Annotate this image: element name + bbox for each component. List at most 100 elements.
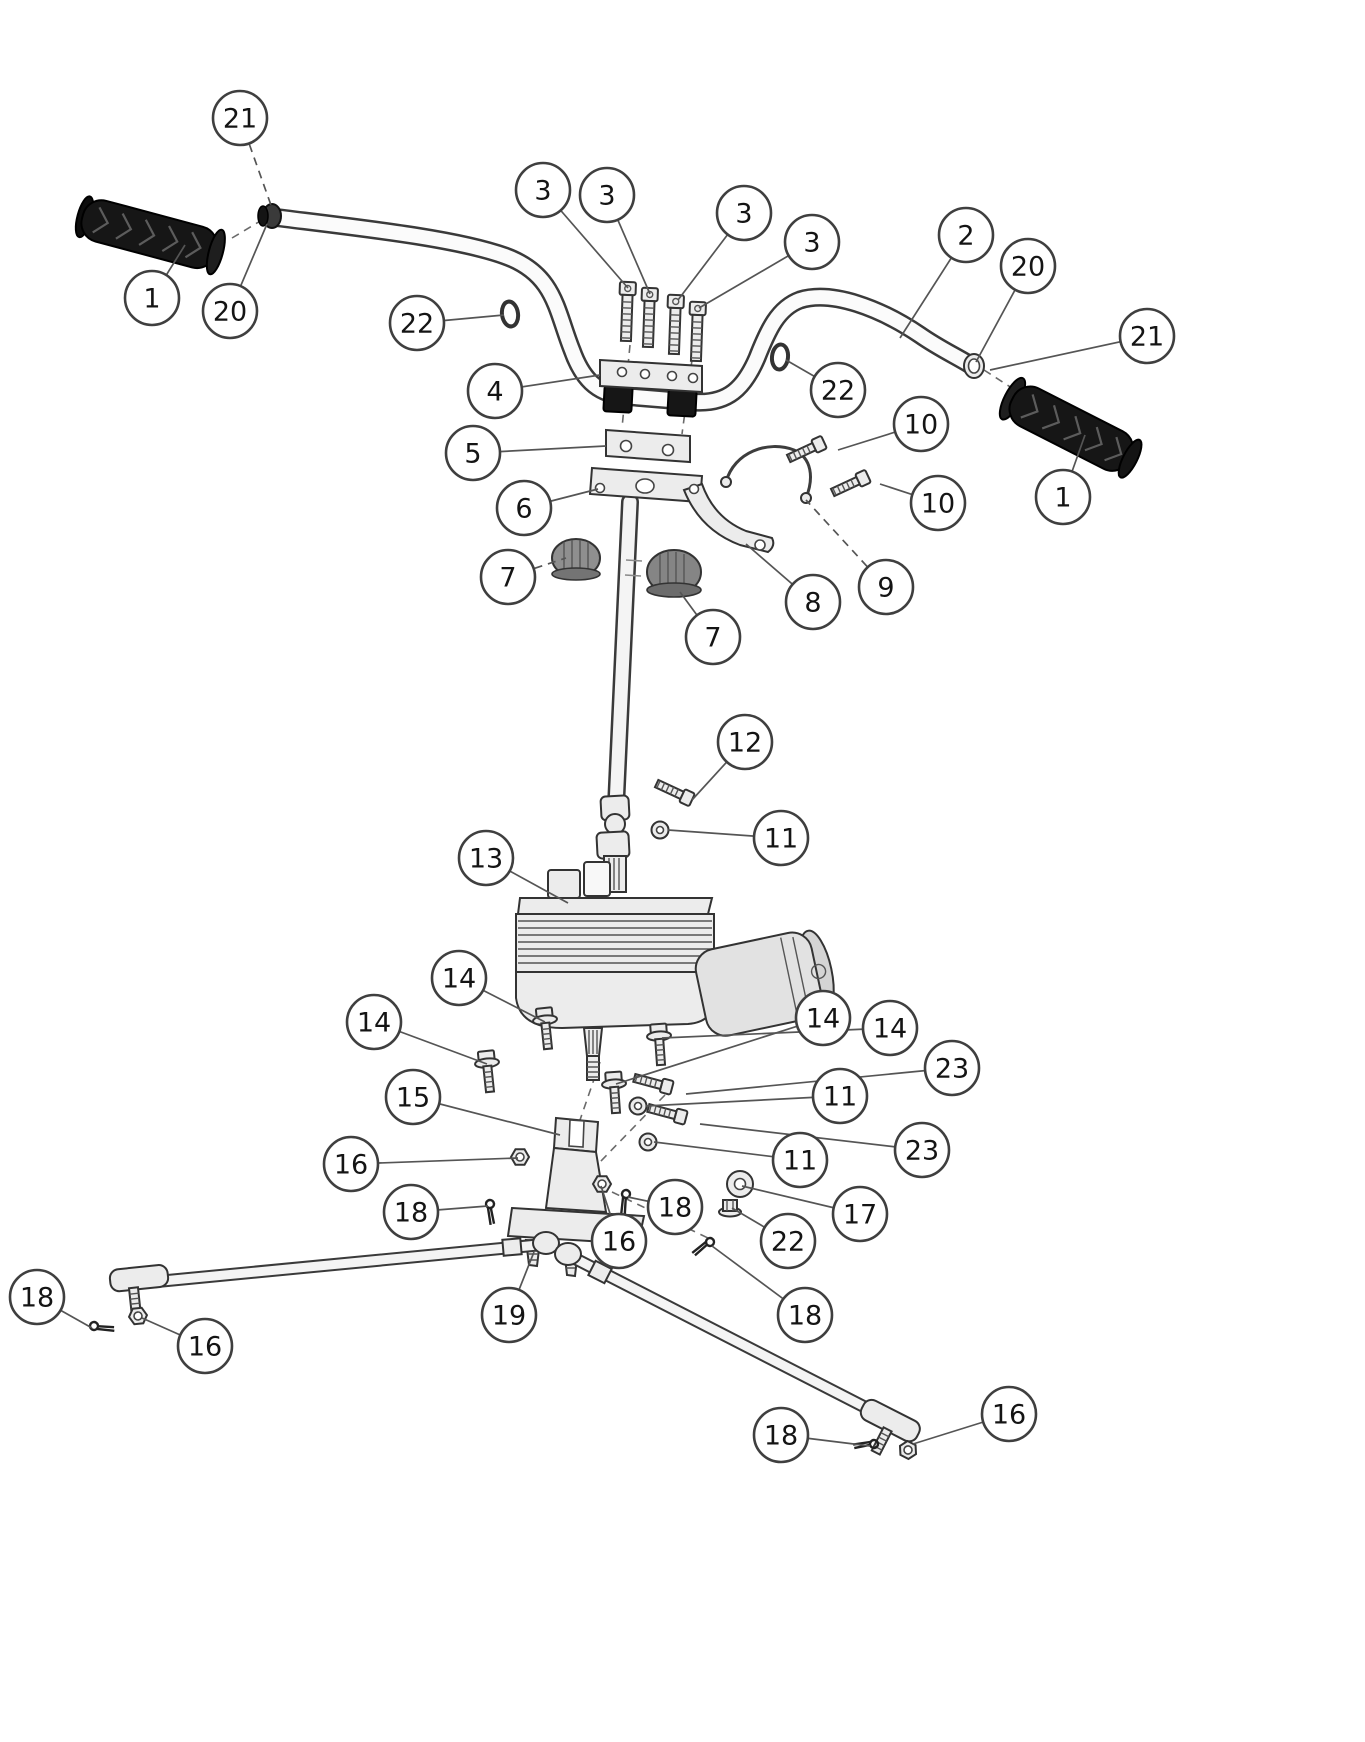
callout-balloon-10-13[interactable]: 10 [892, 395, 950, 453]
callout-balloon-22-11[interactable]: 22 [809, 361, 867, 419]
callout-balloon-14-25[interactable]: 14 [430, 949, 488, 1007]
callout-balloon-5-15[interactable]: 5 [444, 424, 502, 482]
callout-balloon-16-45[interactable]: 16 [980, 1385, 1038, 1443]
callout-balloon-16-43[interactable]: 16 [176, 1317, 234, 1375]
svg-text:20: 20 [1011, 252, 1045, 283]
callout-balloon-23-29[interactable]: 23 [923, 1039, 981, 1097]
callout-balloon-3-3[interactable]: 3 [514, 161, 572, 219]
harness-retainer [720, 445, 812, 504]
callout-balloon-21-0[interactable]: 21 [211, 89, 269, 147]
mount-bolt-4 [600, 1070, 629, 1115]
ujoint-pinch-bolt [652, 776, 696, 808]
svg-text:16: 16 [334, 1150, 368, 1181]
handlebar-knurl-bands [602, 384, 698, 418]
svg-text:12: 12 [728, 728, 762, 759]
callout-balloon-11-32[interactable]: 11 [771, 1131, 829, 1189]
bracket-bolt-lower [828, 468, 872, 500]
callout-balloon-4-12[interactable]: 4 [466, 362, 524, 420]
svg-text:1: 1 [143, 284, 160, 315]
svg-text:23: 23 [935, 1054, 969, 1085]
svg-text:16: 16 [992, 1400, 1026, 1431]
svg-text:10: 10 [921, 489, 955, 520]
callout-balloon-16-36[interactable]: 16 [590, 1212, 648, 1270]
callout-balloon-2-8[interactable]: 2 [937, 206, 995, 264]
callout-balloon-6-16[interactable]: 6 [495, 479, 553, 537]
callout-balloon-9-20[interactable]: 9 [857, 558, 915, 616]
svg-text:18: 18 [658, 1193, 692, 1224]
callout-balloon-18-44[interactable]: 18 [752, 1406, 810, 1464]
svg-text:15: 15 [396, 1083, 430, 1114]
svg-text:13: 13 [469, 844, 503, 875]
cotter-pin-2 [611, 1187, 637, 1218]
leader-line-14-27 [615, 1017, 824, 1085]
callout-balloon-18-37[interactable]: 18 [646, 1178, 704, 1236]
svg-text:21: 21 [223, 104, 257, 135]
svg-text:3: 3 [735, 199, 752, 230]
svg-text:11: 11 [783, 1146, 817, 1177]
o-ring-right [768, 341, 792, 373]
callout-balloon-12-22[interactable]: 12 [716, 713, 774, 771]
callout-balloon-13-24[interactable]: 13 [457, 829, 515, 887]
callout-balloon-21-10[interactable]: 21 [1118, 307, 1176, 365]
leader-line-7-18 [507, 557, 567, 578]
callout-balloon-18-35[interactable]: 18 [382, 1183, 440, 1241]
callout-balloon-19-41[interactable]: 19 [480, 1286, 538, 1344]
shaft-flange-nut [718, 1199, 742, 1218]
svg-text:9: 9 [877, 573, 894, 604]
nut-tierod-left [127, 1306, 149, 1326]
callout-balloon-1-17[interactable]: 1 [1034, 468, 1092, 526]
callout-balloon-7-21[interactable]: 7 [684, 608, 742, 666]
callout-balloon-22-39[interactable]: 22 [759, 1212, 817, 1270]
svg-text:5: 5 [464, 439, 481, 470]
eps-motor [694, 929, 835, 1037]
handlebar [262, 207, 982, 412]
svg-text:3: 3 [598, 181, 615, 212]
svg-text:22: 22 [821, 376, 855, 407]
svg-text:10: 10 [904, 410, 938, 441]
svg-text:14: 14 [357, 1008, 391, 1039]
callout-balloon-22-7[interactable]: 22 [388, 294, 446, 352]
mount-bolt-2 [472, 1048, 503, 1095]
callout-balloon-23-31[interactable]: 23 [893, 1121, 951, 1179]
callout-balloon-1-1[interactable]: 1 [123, 269, 181, 327]
clamp-bolts [616, 280, 707, 363]
svg-text:11: 11 [823, 1082, 857, 1113]
callout-balloon-3-5[interactable]: 3 [715, 184, 773, 242]
callout-balloon-8-19[interactable]: 8 [784, 573, 842, 631]
svg-text:2: 2 [957, 221, 974, 252]
callout-balloon-15-33[interactable]: 15 [384, 1068, 442, 1126]
svg-text:21: 21 [1130, 322, 1164, 353]
callout-balloon-10-14[interactable]: 10 [909, 474, 967, 532]
svg-text:18: 18 [764, 1421, 798, 1452]
callout-balloon-18-42[interactable]: 18 [8, 1268, 66, 1326]
callout-balloon-17-38[interactable]: 17 [831, 1185, 889, 1243]
callout-balloon-14-27[interactable]: 14 [794, 989, 852, 1047]
callout-balloon-3-4[interactable]: 3 [578, 166, 636, 224]
shaft-washer [726, 1170, 754, 1198]
arm-washer-1 [628, 1096, 648, 1116]
svg-text:17: 17 [843, 1200, 877, 1231]
svg-text:14: 14 [873, 1014, 907, 1045]
handlebar-clamp-upper [599, 358, 703, 394]
svg-text:4: 4 [486, 377, 503, 408]
callout-balloon-14-28[interactable]: 14 [861, 999, 919, 1057]
nut-bracket-left [510, 1148, 530, 1166]
handlebar-grip-right [998, 376, 1143, 479]
svg-text:3: 3 [803, 228, 820, 259]
column-cover-right [646, 549, 702, 598]
callout-balloon-11-30[interactable]: 11 [811, 1067, 869, 1125]
callout-balloon-18-40[interactable]: 18 [776, 1286, 834, 1344]
callout-balloon-16-34[interactable]: 16 [322, 1135, 380, 1193]
svg-text:11: 11 [764, 824, 798, 855]
handlebar-clamp-lower [605, 428, 691, 464]
svg-text:14: 14 [442, 964, 476, 995]
svg-text:19: 19 [492, 1301, 526, 1332]
callout-balloon-7-18[interactable]: 7 [479, 548, 537, 606]
callout-balloon-20-2[interactable]: 20 [201, 282, 259, 340]
callout-balloon-11-23[interactable]: 11 [752, 809, 810, 867]
steering-column [607, 493, 643, 815]
svg-text:23: 23 [905, 1136, 939, 1167]
callout-balloon-14-26[interactable]: 14 [345, 993, 403, 1051]
callout-balloon-3-6[interactable]: 3 [783, 213, 841, 271]
callout-balloon-20-9[interactable]: 20 [999, 237, 1057, 295]
